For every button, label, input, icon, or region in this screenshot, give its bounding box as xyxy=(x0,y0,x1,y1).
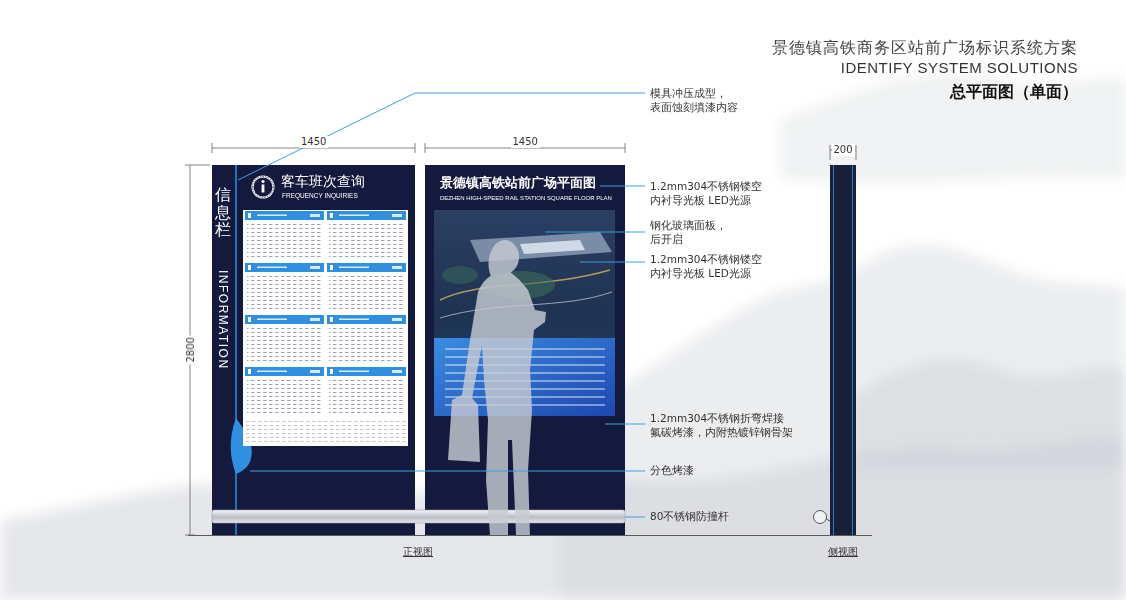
dimension: 1450 xyxy=(511,136,540,148)
board-heading: 客车班次查询 xyxy=(281,172,365,190)
callout-note: 80不锈钢防撞杆 xyxy=(650,510,729,524)
vertical-heading: 信息栏 xyxy=(215,186,231,239)
view-caption: 侧视图 xyxy=(828,545,858,558)
subtitle: IDENTIFY SYSTEM SOLUTIONS xyxy=(841,58,1078,78)
info-panel: 信息栏 INFORMATION 客车班次查询 FREQUENCY INQUIRIES xyxy=(212,165,415,535)
dimension: 2800 xyxy=(184,335,196,364)
map-heading: 景德镇高铁站前广场平面图 xyxy=(440,175,596,192)
callout-note: 钢化玻璃面板， 后开启 xyxy=(650,218,750,246)
callout-note: 分色烤漆 xyxy=(650,464,694,478)
dimension: 1450 xyxy=(299,136,328,148)
board-subheading: FREQUENCY INQUIRIES xyxy=(282,192,358,200)
callout-note: 1.2mm304不锈钢镂空 内衬导光板 LED光源 xyxy=(650,252,800,280)
sheet-title: 景德镇高铁商务区站前广场标识系统方案 xyxy=(772,38,1078,59)
dimension: 200 xyxy=(832,144,855,156)
map-subheading: DEZHEN HIGH-SPEED RAIL STATION SQUARE FL… xyxy=(440,195,612,203)
map-panel: 景德镇高铁站前广场平面图 DEZHEN HIGH-SPEED RAIL STATI… xyxy=(425,165,625,535)
vertical-english: INFORMATION xyxy=(214,270,230,370)
view-caption: 正视图 xyxy=(403,545,433,558)
sheet-name: 总平面图（单面） xyxy=(950,82,1078,103)
callout-note: 1.2mm304不锈钢镂空 内衬导光板 LED光源 xyxy=(650,179,800,207)
callout-note: 1.2mm304不锈钢折弯焊接 氟碳烤漆，内附热镀锌钢骨架 xyxy=(650,411,810,439)
callout-note: 模具冲压成型， 表面蚀刻填漆内容 xyxy=(650,86,760,114)
